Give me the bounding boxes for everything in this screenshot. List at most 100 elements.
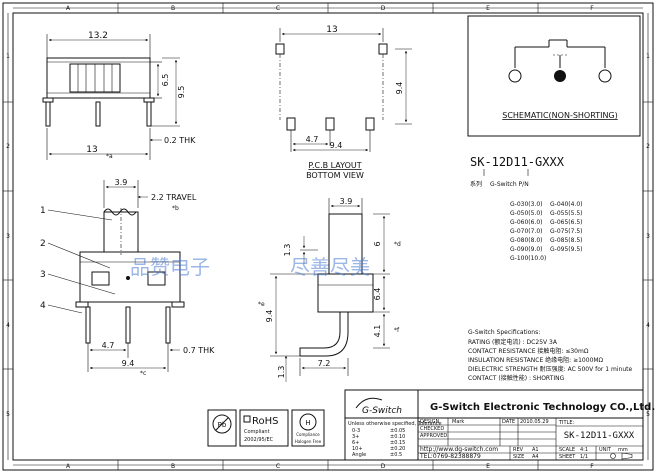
pb-free-badge — [207, 409, 237, 447]
rohs-sub2: 2002/95/EC — [244, 437, 274, 443]
halogen-badge — [291, 409, 325, 447]
mount-tab — [171, 301, 185, 308]
spec-line: INSULATION RESISTANCE 绝缘电阻: ≥1000MΩ — [468, 356, 604, 364]
tolerance-value: ±0.20 — [390, 446, 405, 452]
dim-lever-width-label: 3.9 — [115, 178, 128, 187]
tolerance-table: Unless otherwise specified, Tolerance 0-… — [348, 421, 442, 458]
tolerance-value: ±0.15 — [390, 440, 405, 446]
col-label: C — [276, 5, 280, 12]
unit-label: UNIT — [599, 447, 612, 453]
col-label: A — [66, 5, 71, 12]
dim-mark-d: *d — [394, 241, 401, 248]
pcb-pitch-label: 4.7 — [306, 135, 319, 144]
dim-mark-b: *b — [172, 205, 179, 212]
design-label: DESIGN — [420, 419, 440, 425]
schematic-terminal — [508, 69, 522, 83]
part-code: G-055(5.5) — [550, 210, 583, 217]
callout: 1 2 3 4 — [40, 206, 116, 314]
halogen-free-icon — [299, 413, 317, 431]
dim-body-h-label: 6.4 — [373, 288, 382, 301]
terminal-pin — [85, 306, 91, 344]
rohs-title: RoHS — [252, 416, 278, 427]
rev-value: A1 — [532, 447, 539, 453]
dim-offset-label: 1.3 — [283, 244, 292, 257]
brand-name: G-Switch — [362, 406, 402, 416]
brand-logo: G-Switch — [355, 397, 402, 416]
pcb-height-label: 9.4 — [395, 82, 404, 95]
part-code: G-065(6.5) — [550, 219, 583, 226]
rohs-sub1: Compliant — [244, 429, 270, 435]
drawing-title: SK-12D11-GXXX — [564, 431, 635, 441]
date-label: DATE — [502, 419, 515, 425]
dim-height-label: 6.5 — [161, 74, 170, 87]
spec-line: RATING (额定电流) : DC25V 3A — [468, 338, 558, 346]
row-label: 5 — [646, 411, 650, 418]
sheet-label: SHEET — [559, 454, 576, 460]
part-code: G-040(4.0) — [550, 201, 583, 208]
title-label: TITLE: — [558, 420, 575, 426]
rev-label: REV — [513, 447, 524, 453]
part-code: G-050(5.0) — [510, 210, 543, 217]
specifications: G-Switch Specifications: RATING (额定电流) :… — [468, 329, 632, 382]
col-label: A — [66, 463, 71, 470]
dim-front-span-label: 9.4 — [122, 359, 135, 368]
mount-tab — [42, 97, 54, 103]
unit-value: mm — [618, 447, 628, 453]
checked-label: CHECKED — [420, 426, 444, 432]
spec-line: DIELECTRIC STRENGTH 耐压强度: AC 500V for 1 … — [468, 365, 632, 373]
pcb-pad — [325, 117, 335, 131]
row-label: 4 — [6, 322, 10, 329]
tolerance-value: ±0.5 — [390, 452, 402, 458]
side-view: 13.2 6.5 9.5 0.2 THK — [42, 31, 196, 160]
tolerance-range: Angle — [352, 452, 366, 458]
part-info: SK-12D11-GXXX 系列 G-Switch P/N G-030(3.0)… — [470, 155, 583, 262]
terminal-pin — [95, 101, 101, 127]
part-note: 系列 — [470, 180, 482, 188]
pcb-width-label: 13 — [326, 25, 337, 35]
pcb-layout-view: 13 9.4 4.7 9.4 P.C.B LAYOUT BOTTOM VIEW — [275, 25, 412, 180]
scale-value: 4:1 — [580, 447, 588, 453]
tel-text: TEL:0769-82388879 — [419, 453, 481, 460]
dim-length: 13.2 — [46, 31, 151, 58]
part-sub-label: G-Switch P/N — [490, 181, 529, 188]
row-label: 2 — [646, 143, 650, 150]
terminal-pin — [146, 101, 152, 127]
part-code: G-030(3.0) — [510, 201, 543, 208]
approved-label: APPROVED — [420, 433, 447, 439]
dim-pin-h-label: 4.1 — [373, 325, 382, 338]
pcb-span-label: 9.4 — [330, 141, 343, 150]
size-value: A4 — [532, 454, 539, 460]
col-label: F — [590, 463, 594, 470]
contact-window — [91, 271, 110, 286]
url-text: http://www.dg-switch.com — [420, 446, 498, 453]
col-label: F — [590, 5, 594, 12]
pb-label: Pb — [218, 421, 227, 429]
row-label: 1 — [6, 53, 10, 60]
col-label: D — [381, 463, 386, 470]
part-code: G-080(8.0) — [510, 237, 543, 244]
pcb-layout-title: P.C.B LAYOUT — [308, 161, 361, 170]
dim-length-label: 13.2 — [88, 31, 108, 41]
part-code: G-095(9.5) — [550, 246, 583, 253]
tolerance-range: 6+ — [352, 440, 359, 446]
dim-mark-e: *e — [258, 301, 265, 308]
col-label: E — [486, 5, 490, 12]
front-view: 3.9 2.2 TRAVEL *b 4.7 0.7 THK 9.4 *c 1 2 — [40, 178, 215, 377]
housing-side — [317, 273, 374, 313]
dim-lever-h-label: 6 — [373, 241, 382, 246]
tolerance-value: ±0.10 — [390, 434, 405, 440]
dim-travel-label: 2.2 TRAVEL — [151, 193, 197, 202]
pb-free-icon — [212, 414, 232, 434]
dim-mark-f: *f — [394, 327, 400, 334]
specs-heading: G-Switch Specifications: — [468, 329, 540, 336]
contact-rivet — [126, 276, 130, 280]
dim-thickness: 0.2 THK — [149, 136, 196, 145]
tolerance-range: 0-3 — [352, 428, 360, 434]
dim-depth-label: 7.2 — [318, 359, 331, 368]
tolerance-value: ±0.05 — [390, 428, 405, 434]
scale-label: SCALE — [559, 447, 575, 453]
col-label: C — [276, 463, 280, 470]
watermark: 品赞电子 尽善尽美 — [130, 255, 370, 279]
